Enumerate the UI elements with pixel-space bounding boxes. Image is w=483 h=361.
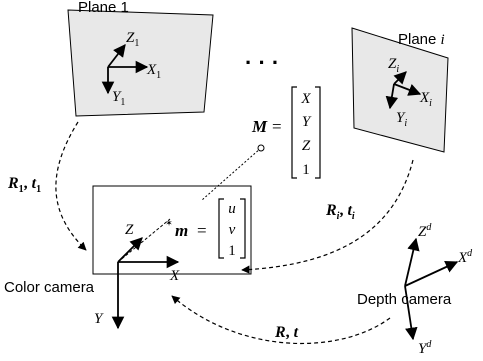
transform-arrow-r1t1 [55, 121, 87, 251]
color-camera-ray [117, 218, 171, 263]
image-point-equals: = [197, 221, 207, 240]
color-camera-frame: Z X Y Color camera [4, 218, 180, 330]
depth-camera-y-label: Yd [418, 339, 432, 357]
image-point-bracket-left [218, 198, 224, 259]
transform-arrow-rt [171, 295, 391, 345]
world-point-bracket-right [315, 86, 321, 179]
image-point-entry: 1 [228, 243, 236, 259]
image-point-symbol: m [175, 221, 188, 240]
depth-camera-frame: Zd Xd Yd Depth camera [357, 222, 473, 357]
plane-i-surface [351, 27, 449, 153]
plane-1-x-label: X1 [146, 62, 161, 81]
plane-i-label: Plane i [398, 31, 445, 48]
image-point-bracket-right [240, 198, 246, 259]
plane-1-z-axis [107, 44, 126, 68]
plane-i: Plane i Zi Xi Yi [351, 27, 449, 153]
image-point-entry: v [229, 222, 236, 238]
plane-i-z-axis [393, 71, 407, 85]
color-camera-z-axis [117, 237, 143, 263]
color-camera-z-label: Z [125, 222, 134, 238]
world-point-equals: = [272, 117, 282, 136]
depth-camera-z-axis [404, 237, 420, 287]
image-point-marker: ✶ [165, 218, 173, 228]
depth-camera-z-label: Zd [418, 222, 432, 240]
transform-arrow-riti [241, 159, 414, 274]
color-camera-label: Color camera [4, 279, 95, 296]
projection-ray [201, 147, 262, 201]
world-point-marker [257, 144, 265, 152]
depth-camera-label: Depth camera [357, 291, 452, 308]
plane-1: Plane 1 Z1 X1 Y1 [67, 0, 214, 117]
world-point-entry: X [300, 91, 311, 107]
color-camera-image-plane [92, 185, 252, 275]
world-point-entry: Z [302, 138, 311, 154]
world-point-entry: Y [302, 114, 312, 130]
depth-camera-x-axis [404, 261, 459, 287]
plane-i-z-label: Zi [388, 56, 399, 75]
world-point-vector: M = X Y Z 1 [251, 86, 321, 179]
image-point-vector: m = u v 1 [175, 198, 246, 259]
planes-ellipsis: · · · [245, 50, 279, 75]
depth-camera-y-axis [404, 285, 418, 341]
plane-i-y-label: Yi [396, 110, 407, 129]
plane-i-x-label: Xi [419, 90, 432, 109]
plane-i-y-axis [385, 83, 399, 110]
color-camera-x-label: X [169, 268, 180, 284]
plane-1-z-label: Z1 [126, 30, 139, 49]
color-camera-y-label: Y [94, 311, 104, 327]
plane-1-surface [67, 9, 214, 117]
plane-1-y-label: Y1 [112, 89, 125, 108]
world-point-bracket-left [291, 86, 297, 179]
image-point-entry: u [228, 201, 236, 217]
transform-label-riti: Ri, ti [325, 202, 355, 222]
plane-1-label: Plane 1 [78, 0, 129, 16]
world-point-entry: 1 [302, 162, 310, 178]
transform-label-r1t1: R1, t1 [7, 175, 41, 195]
world-point-symbol: M [251, 117, 268, 136]
transform-label-rt: R, t [274, 324, 299, 341]
depth-camera-x-label: Xd [457, 248, 473, 266]
plane-i-x-axis [393, 83, 422, 96]
